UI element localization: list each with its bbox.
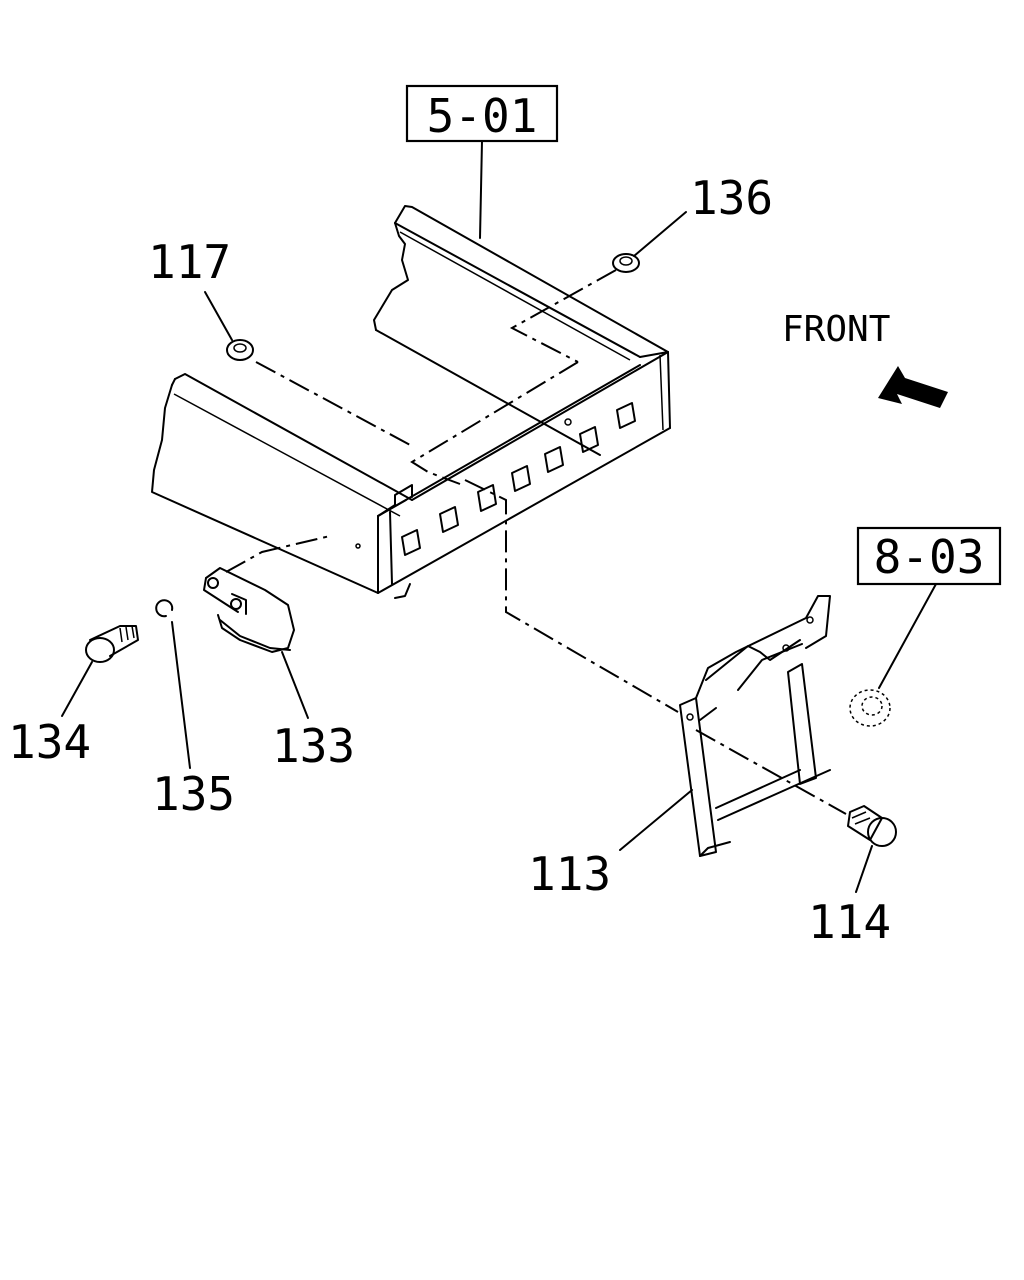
leader-135 xyxy=(171,621,191,769)
path-136b xyxy=(410,361,579,485)
part-133-tow-hook[interactable] xyxy=(203,567,295,653)
front-label: FRONT xyxy=(782,309,890,350)
leader-117 xyxy=(204,291,233,341)
ref-box-5-01[interactable]: 5-01 xyxy=(405,84,559,143)
ref-box-8-03-label: 8-03 xyxy=(874,530,985,584)
callout-133: 133 xyxy=(272,719,355,773)
leader-114 xyxy=(855,845,873,893)
part-135-clip[interactable] xyxy=(155,599,174,618)
front-arrow-icon xyxy=(878,366,948,408)
leader-8-03 xyxy=(878,583,937,689)
part-113-bracket[interactable] xyxy=(679,595,831,857)
leader-133 xyxy=(281,651,309,719)
callout-113: 113 xyxy=(528,847,611,901)
leader-5-01 xyxy=(479,140,483,239)
path-136 xyxy=(509,269,617,363)
ref-box-5-01-label: 5-01 xyxy=(427,89,538,143)
leader-136 xyxy=(633,211,687,257)
frame-crossmember xyxy=(151,205,671,599)
part-8-03-plug[interactable] xyxy=(849,689,891,727)
path-113 xyxy=(464,479,679,713)
part-134-bolt[interactable] xyxy=(85,625,139,663)
leader-134 xyxy=(61,661,93,717)
callout-134: 134 xyxy=(8,715,91,769)
path-114 xyxy=(695,729,847,815)
path-117 xyxy=(255,361,413,447)
callout-135: 135 xyxy=(152,767,235,821)
callout-114: 114 xyxy=(808,895,891,949)
callout-117: 117 xyxy=(148,235,231,289)
leader-113 xyxy=(619,789,693,851)
ref-box-8-03[interactable]: 8-03 xyxy=(856,526,1002,586)
part-136-nut[interactable] xyxy=(612,253,640,273)
path-133 xyxy=(225,535,331,573)
part-117-nut[interactable] xyxy=(226,339,254,361)
part-114-bolt[interactable] xyxy=(847,805,897,847)
callout-136: 136 xyxy=(690,171,773,225)
